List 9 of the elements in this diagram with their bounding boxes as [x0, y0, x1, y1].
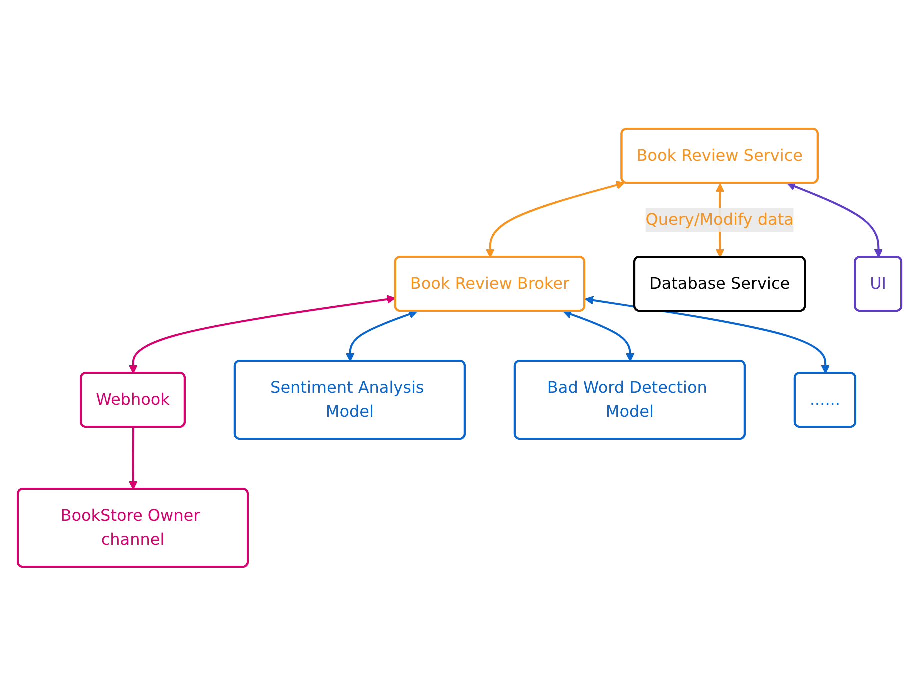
edge-label: Query/Modify data [645, 210, 794, 228]
arrow [486, 180, 625, 258]
arrow [786, 182, 883, 258]
arrow [562, 310, 634, 362]
arrow [584, 296, 830, 374]
node-text: BookStore Owner channel [60, 506, 200, 548]
arrow [128, 426, 138, 490]
arrow [128, 294, 396, 374]
arrow [346, 310, 418, 362]
